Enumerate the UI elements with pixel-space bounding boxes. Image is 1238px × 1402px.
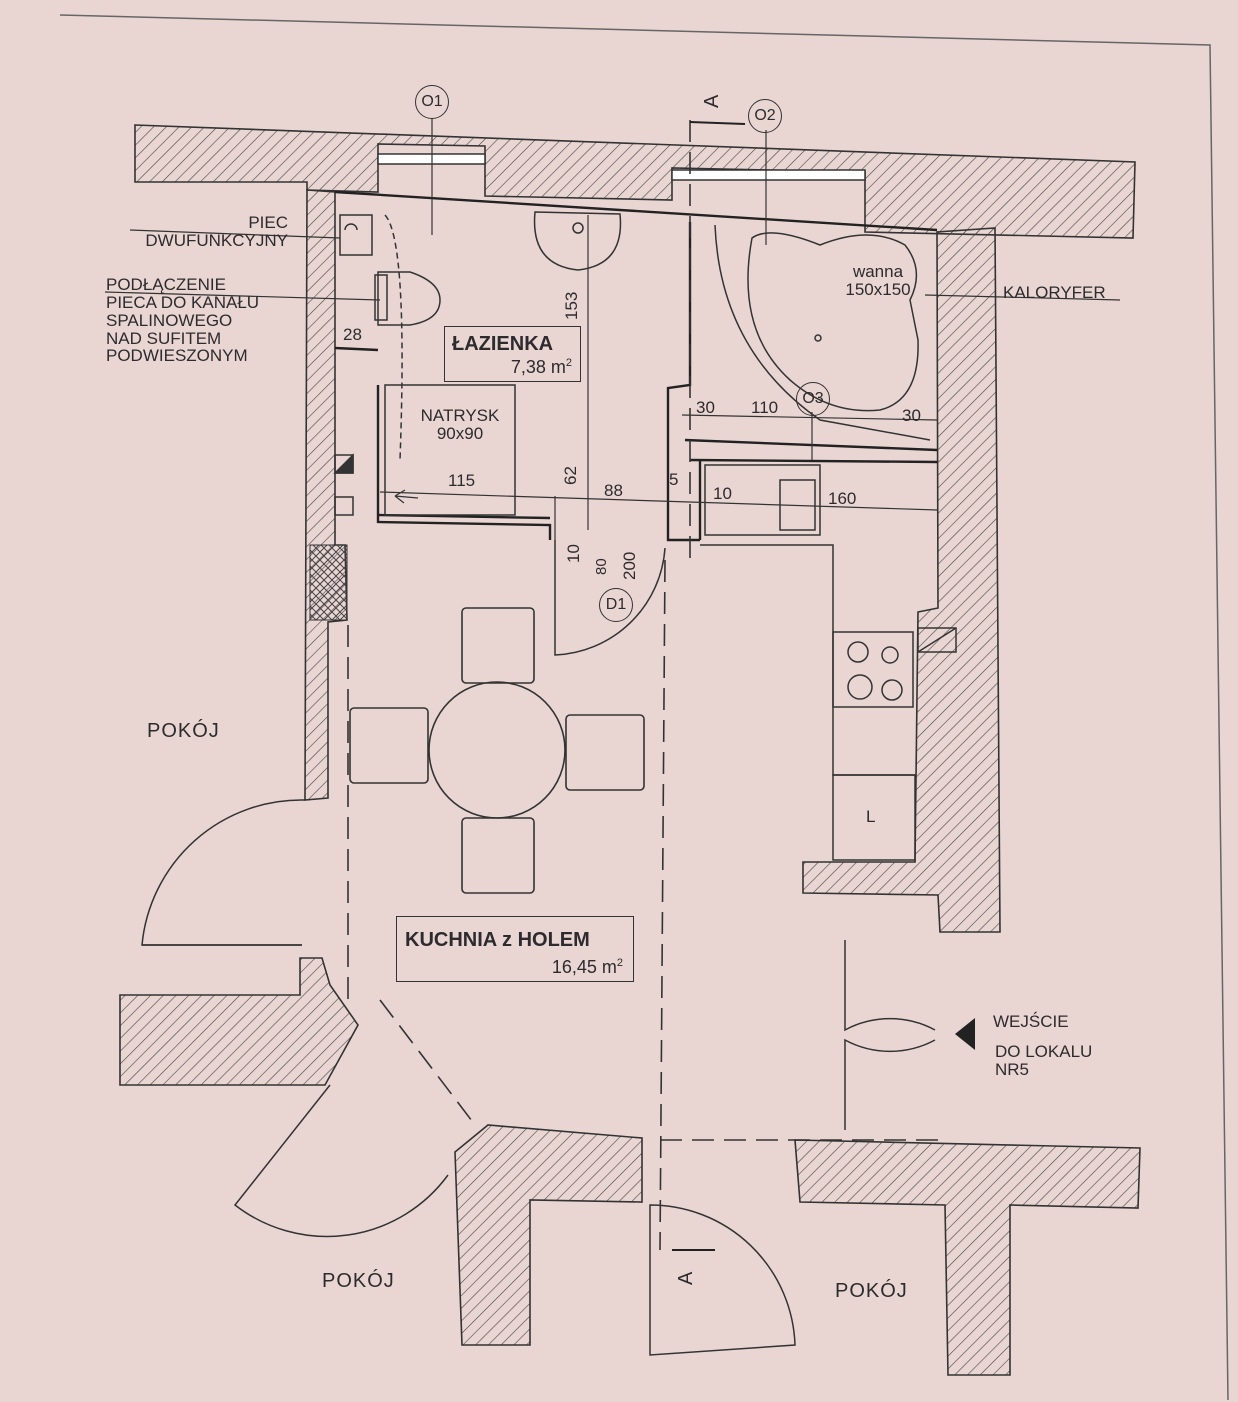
entrance-label-line2: DO LOKALU NR5 (995, 1042, 1093, 1079)
boiler-connection-label: PODŁĄCZENIE PIECA DO KANAŁU SPALINOWEGO … (106, 275, 260, 366)
bottom-center-wall (454, 1124, 643, 1346)
dim-160: 160 (828, 489, 857, 508)
structural-walls (119, 124, 1141, 1376)
dim-10-door: 10 (564, 544, 583, 563)
dim-30-left: 30 (696, 398, 715, 417)
section-label-bottom: A (675, 1270, 697, 1285)
crosshatch-column (309, 544, 348, 621)
room-area-kuchnia: 16,45 m2 (551, 957, 623, 977)
sink (533, 211, 622, 271)
room-label-pokoj-bottom-left: POKÓJ (322, 1270, 395, 1292)
section-label-top: A (701, 93, 723, 108)
bathroom-fixtures (339, 211, 931, 536)
window-tag-o2: O2 (748, 99, 782, 133)
dim-153: 153 (562, 291, 581, 320)
dashed-guides (347, 120, 940, 1251)
dim-115: 115 (448, 471, 476, 490)
room-name-kuchnia: KUCHNIA z HOLEM (405, 929, 590, 951)
dim-5: 5 (669, 470, 679, 489)
kitchen-fixtures (700, 544, 957, 861)
bathtub-label: wanna 150x150 (845, 262, 911, 299)
room-box-kuchnia: KUCHNIA z HOLEM 16,45 m2 (396, 916, 634, 982)
top-wall (134, 124, 1136, 239)
bottom-left-wall-block (119, 957, 359, 1086)
entrance-label-line1: WEJŚCIE (993, 1012, 1069, 1031)
dim-80: 80 (593, 558, 610, 575)
room-box-lazienka: ŁAZIENKA 7,38 m2 (444, 326, 581, 382)
window-tag-o3: O3 (796, 382, 830, 416)
entrance-arrow-icon (955, 1018, 975, 1050)
room-area-lazienka: 7,38 m2 (510, 357, 572, 377)
boiler (339, 214, 373, 256)
counter (700, 544, 915, 776)
dim-10-washer: 10 (713, 484, 732, 503)
toilet (377, 271, 441, 326)
fridge-label: L (866, 807, 876, 826)
shower (384, 384, 516, 516)
room-label-pokoj-bottom-right: POKÓJ (835, 1280, 908, 1302)
room-label-pokoj-left: POKÓJ (147, 720, 220, 742)
washer (704, 464, 821, 536)
dining-set (349, 607, 645, 894)
doors (141, 540, 936, 1356)
page-frame (59, 14, 1229, 1401)
section-markers (672, 121, 746, 1251)
bathtub (747, 232, 919, 412)
room-name-lazienka: ŁAZIENKA (452, 333, 554, 355)
window-tag-o1: O1 (415, 85, 449, 119)
dim-62: 62 (561, 466, 580, 485)
door-tag-d1: D1 (599, 588, 633, 622)
shower-label: NATRYSK 90x90 (420, 406, 500, 443)
fridge (832, 774, 916, 861)
bottom-right-wall (794, 1139, 1141, 1376)
left-wall (304, 189, 348, 801)
chimney-markers (333, 453, 354, 516)
right-wall (802, 227, 1001, 933)
dim-88: 88 (604, 481, 623, 500)
dim-28: 28 (343, 325, 362, 344)
dim-200: 200 (620, 551, 639, 580)
radiator-label: KALORYFER (1003, 283, 1106, 302)
partitions (334, 190, 938, 542)
dimension-lines (104, 118, 1121, 540)
dim-110: 110 (751, 398, 779, 417)
dim-30-right: 30 (902, 406, 921, 425)
boiler-label: PIEC DWUFUNKCYJNY (145, 213, 288, 250)
